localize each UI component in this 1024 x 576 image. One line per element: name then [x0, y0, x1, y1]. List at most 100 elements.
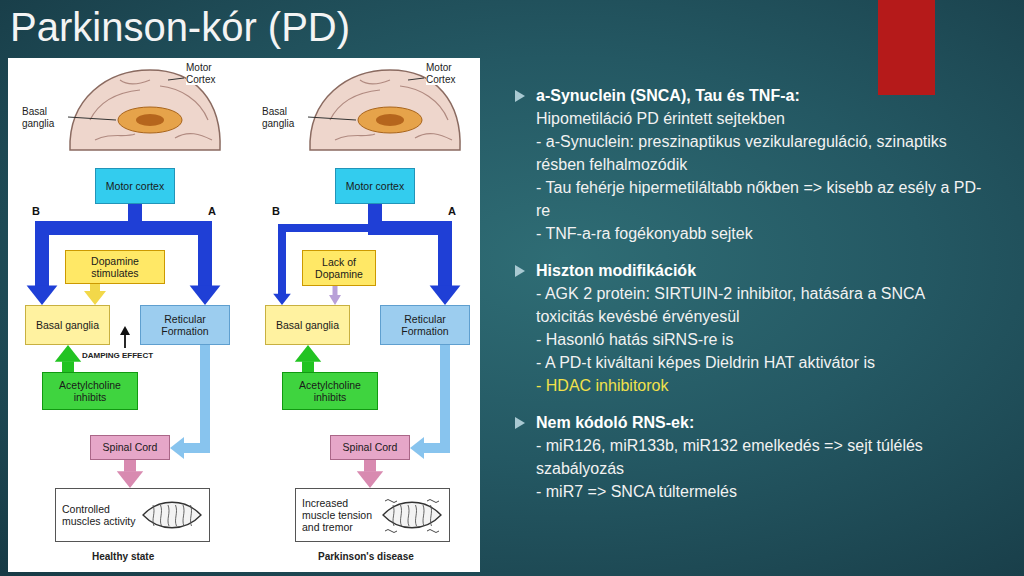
muscle-fibre [401, 505, 402, 526]
bullet-text: - A PD-t kiváltani képes Dieldrin HAT ak… [512, 351, 982, 374]
leader-line [68, 117, 116, 120]
bullet-text: Hipometiláció PD érintett sejtekben [512, 107, 982, 130]
brain-gyri [90, 80, 212, 140]
arrow-head [190, 285, 221, 305]
arrow-shaft [424, 345, 446, 448]
arrow-head [329, 295, 341, 305]
muscle-icon [381, 495, 443, 535]
node-text: Basal ganglia [36, 319, 99, 331]
muscle-fibre [176, 505, 177, 526]
arrow-shaft [124, 460, 136, 472]
muscle-fibre [191, 505, 192, 526]
arrow-shaft [282, 204, 375, 294]
leader-line [308, 117, 356, 120]
bullet-heading: Nem kódoló RNS-ek: [512, 411, 982, 434]
muscle-fibre [153, 505, 154, 526]
process-box: Motor cortex [335, 168, 415, 204]
node-text: Motor cortex [346, 180, 404, 192]
arrow-shaft [90, 284, 100, 292]
muscle-fibre [431, 505, 432, 526]
accent-bar [878, 0, 935, 95]
muscle-fibre [168, 505, 169, 526]
process-box: Motor cortex [95, 168, 175, 204]
bullet-text: - a-Synuclein: preszinaptikus vezikulare… [512, 130, 982, 176]
muscle-fibre [161, 505, 162, 526]
figure-label: Basal ganglia [22, 106, 66, 129]
muscle-icon [141, 495, 203, 535]
pathway-letter: B [272, 205, 280, 217]
arrow-connector [295, 345, 321, 372]
muscle-fibre [183, 505, 184, 526]
pathway-letter: B [32, 205, 40, 217]
arrow-head [410, 437, 424, 459]
figure-label: Healthy state [92, 551, 192, 563]
brain-gyri [330, 80, 452, 140]
figure-label: Parkinson's disease [318, 551, 438, 563]
arrow-head [295, 345, 321, 362]
bullet-text: - miR7 => SNCA túltermelés [512, 480, 982, 503]
basal-ganglia-region [358, 107, 422, 133]
figure-label: DAMPING EFFECT [82, 351, 172, 360]
pathway-letter: A [208, 205, 216, 217]
muscle-outline [143, 502, 201, 528]
node-text: Increased muscle tension and tremor [302, 497, 376, 533]
leader-line [168, 78, 184, 80]
muscle-fibre [423, 505, 424, 526]
arrow-shaft [302, 361, 314, 372]
tremor-marks [385, 500, 439, 533]
arrow-head [27, 285, 58, 305]
arrow-head [55, 345, 81, 362]
node-text: Lack of Dopamine [307, 256, 371, 280]
pathway-letter: A [448, 205, 456, 217]
process-box: Reticular Formation [140, 305, 230, 345]
arrow-head [84, 291, 106, 305]
damping-arrow-shaft [124, 334, 126, 348]
figure-panel [8, 58, 480, 572]
arrow-connector [410, 345, 445, 459]
process-box: Spinal Cord [330, 435, 410, 460]
arrow-connector [117, 460, 143, 488]
bullet-heading: Hiszton modifikációk [512, 259, 982, 282]
arrow-connector [273, 204, 375, 305]
muscle-box: Controlled muscles activity [55, 488, 210, 542]
process-box: Spinal Cord [90, 435, 170, 460]
node-text: Spinal Cord [103, 441, 158, 453]
figure-label: Motor Cortex [186, 62, 234, 85]
muscle-outline [383, 502, 441, 528]
node-text: Dopamine stimulates [70, 255, 160, 279]
node-text: Reticular Formation [385, 313, 465, 337]
bullet-text: - HDAC inhibitorok [512, 374, 982, 397]
node-text: Acetylcholine inhibits [47, 379, 133, 403]
arrow-head [170, 437, 184, 459]
text-column: a-Synuclein (SNCA), Tau és TNF-a:Hipomet… [512, 84, 982, 503]
arrow-shaft [375, 204, 445, 286]
arrow-connector [170, 345, 205, 459]
process-box: Acetylcholine inhibits [42, 372, 138, 410]
arrow-connector [375, 204, 460, 305]
bullet-text: - Hasonló hatás siRNS-re is [512, 328, 982, 351]
process-box: Acetylcholine inhibits [282, 372, 378, 410]
damping-arrow [120, 326, 130, 348]
arrow-connector [357, 460, 383, 488]
arrow-connector [55, 345, 81, 372]
arrow-connector [329, 286, 341, 305]
damping-arrow-head [120, 326, 130, 335]
process-box: Basal ganglia [265, 305, 350, 345]
slide-title: Parkinson-kór (PD) [10, 4, 350, 50]
arrow-shaft [184, 345, 206, 448]
basal-ganglia-core [376, 114, 404, 126]
muscle-fibre [393, 505, 394, 526]
node-text: Controlled muscles activity [62, 503, 136, 527]
bullet-text: - TNF-a-ra fogékonyabb sejtek [512, 222, 982, 245]
arrow-shaft [333, 286, 338, 296]
process-box: Basal ganglia [25, 305, 110, 345]
arrow-head [430, 285, 461, 305]
bullet-text: - miR126, miR133b, miR132 emelkedés => s… [512, 434, 982, 480]
muscle-fibre [416, 505, 417, 526]
node-text: Reticular Formation [145, 313, 225, 337]
figure-label: Basal ganglia [262, 106, 306, 129]
bullet-heading: a-Synuclein (SNCA), Tau és TNF-a: [512, 84, 982, 107]
muscle-box: Increased muscle tension and tremor [295, 488, 450, 542]
basal-ganglia-core [136, 114, 164, 126]
